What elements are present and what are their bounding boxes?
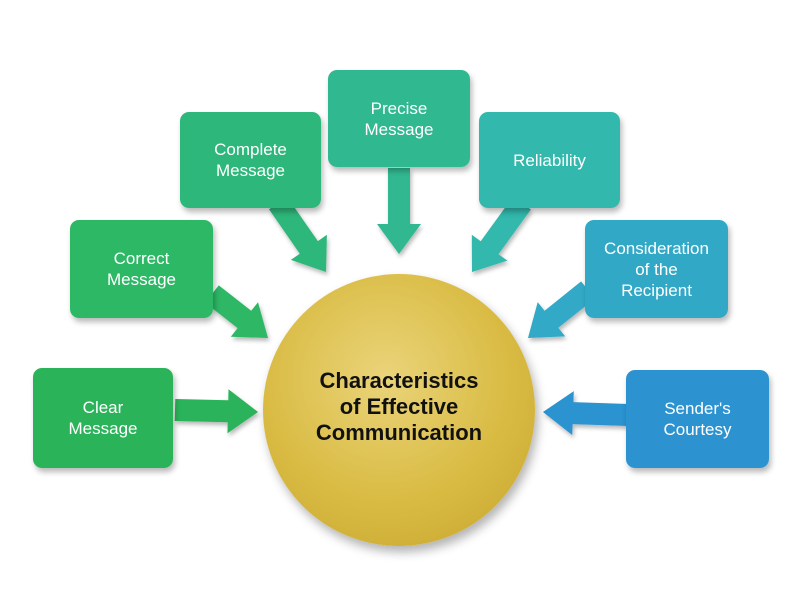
arrow-consideration-of-the-recipient	[528, 281, 595, 338]
arrow-clear-message	[174, 389, 258, 434]
node-complete-message: Complete Message	[180, 112, 321, 208]
node-label: Precise Message	[364, 98, 434, 139]
node-consideration-of-the-recipient: Consideration of the Recipient	[585, 220, 728, 318]
node-label: Reliability	[513, 150, 586, 170]
arrow-precise-message	[377, 168, 421, 254]
node-label: Consideration of the Recipient	[604, 238, 709, 300]
arrow-complete-message	[269, 196, 327, 272]
node-reliability: Reliability	[479, 112, 620, 208]
node-label: Correct Message	[107, 249, 176, 289]
arrow-correct-message	[205, 285, 268, 338]
node-label: Complete Message	[214, 140, 287, 180]
node-label: Sender's Courtesy	[663, 399, 732, 439]
arrow-reliability	[471, 196, 531, 272]
node-correct-message: Correct Message	[70, 220, 213, 318]
node-senders-courtesy: Sender's Courtesy	[626, 370, 769, 468]
node-precise-message: Precise Message	[328, 70, 470, 167]
center-circle: Characteristics of Effective Communicati…	[263, 274, 535, 546]
node-clear-message: Clear Message	[33, 368, 173, 468]
center-label: Characteristics of Effective Communicati…	[315, 368, 483, 445]
node-label: Clear Message	[68, 398, 138, 438]
arrow-senders-courtesy	[543, 391, 629, 435]
